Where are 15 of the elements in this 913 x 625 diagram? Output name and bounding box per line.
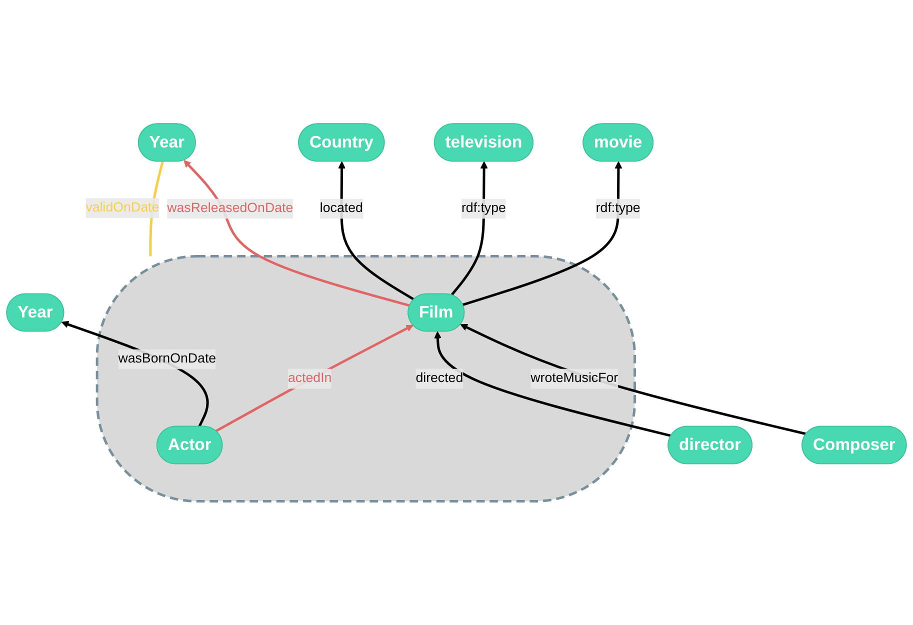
arrow	[338, 161, 415, 301]
arrow	[215, 324, 414, 432]
arrow	[184, 160, 410, 307]
edge-label: wasReleasedOnDate	[167, 201, 294, 216]
edge-label: wasBornOnDate	[118, 352, 216, 366]
arrow	[460, 324, 807, 436]
edge-label: rdf:type	[596, 201, 640, 216]
edge-label: actedIn	[288, 371, 332, 386]
edge-label: located	[320, 201, 363, 216]
edge-label: rdf:type	[461, 201, 506, 216]
edge-label: directed	[416, 371, 464, 386]
arrow	[462, 161, 622, 306]
edge-label: wroteMusicFor	[530, 371, 618, 386]
arrow	[434, 331, 672, 438]
edge-label: validOnDate	[86, 200, 160, 215]
